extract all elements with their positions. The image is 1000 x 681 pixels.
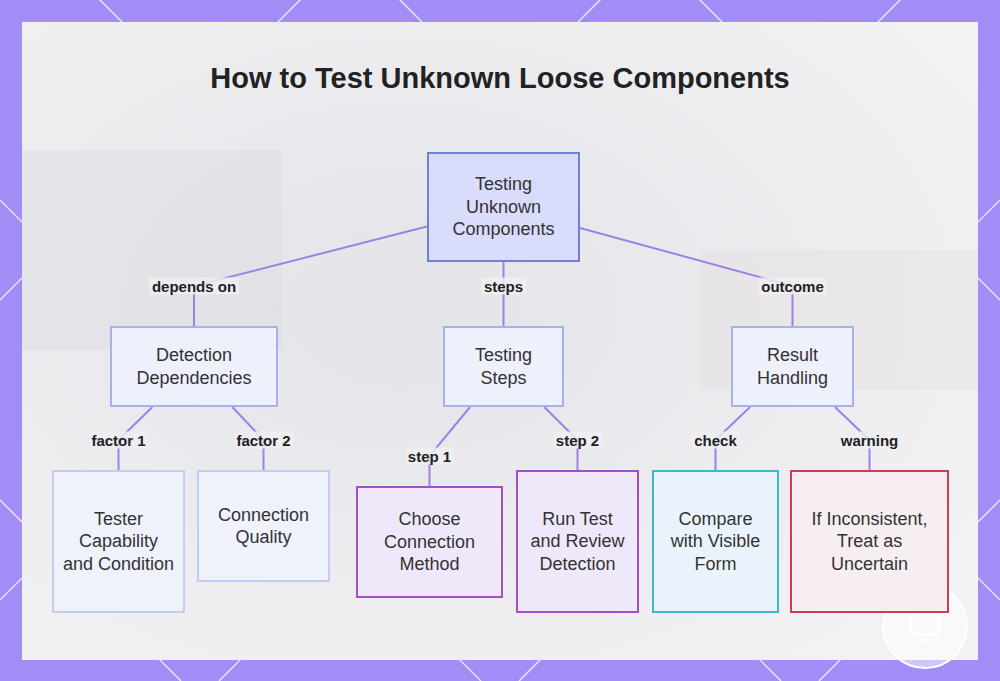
step-box: Run Test and Review Detection [516, 470, 639, 613]
node-label: Compare with Visible Form [662, 508, 769, 576]
check-box: Compare with Visible Form [652, 470, 779, 613]
node-label: Result Handling [741, 344, 844, 389]
node-label: If Inconsistent, Treat as Uncertain [800, 508, 939, 576]
edge-label: step 1 [405, 448, 454, 465]
edge-label: depends on [149, 278, 239, 295]
connector-line [430, 407, 471, 486]
factor-box: Connection Quality [197, 470, 330, 582]
step-box: Choose Connection Method [356, 486, 503, 598]
edge-label: outcome [758, 278, 827, 295]
node-label: Testing Unknown Components [437, 173, 570, 241]
edge-label: steps [481, 278, 526, 295]
blurred-photo [22, 150, 282, 350]
edge-label: step 2 [553, 432, 602, 449]
edge-label: warning [838, 432, 902, 449]
connector-line [194, 227, 427, 326]
category-box: Result Handling [731, 326, 854, 407]
node-label: Tester Capability and Condition [62, 508, 175, 576]
warning-box: If Inconsistent, Treat as Uncertain [790, 470, 949, 613]
edge-label: factor 1 [88, 432, 148, 449]
node-label: Detection Dependencies [120, 344, 268, 389]
content-panel [22, 22, 978, 660]
edge-label: check [691, 432, 740, 449]
category-box: Testing Steps [443, 326, 564, 407]
edge-label: factor 2 [233, 432, 293, 449]
node-label: Connection Quality [207, 504, 320, 549]
category-box: Detection Dependencies [110, 326, 278, 407]
node-label: Testing Steps [453, 344, 554, 389]
root-box: Testing Unknown Components [427, 152, 580, 262]
factor-box: Tester Capability and Condition [52, 470, 185, 613]
node-label: Run Test and Review Detection [526, 508, 629, 576]
node-label: Choose Connection Method [366, 508, 493, 576]
diagram-title: How to Test Unknown Loose Components [0, 62, 1000, 95]
